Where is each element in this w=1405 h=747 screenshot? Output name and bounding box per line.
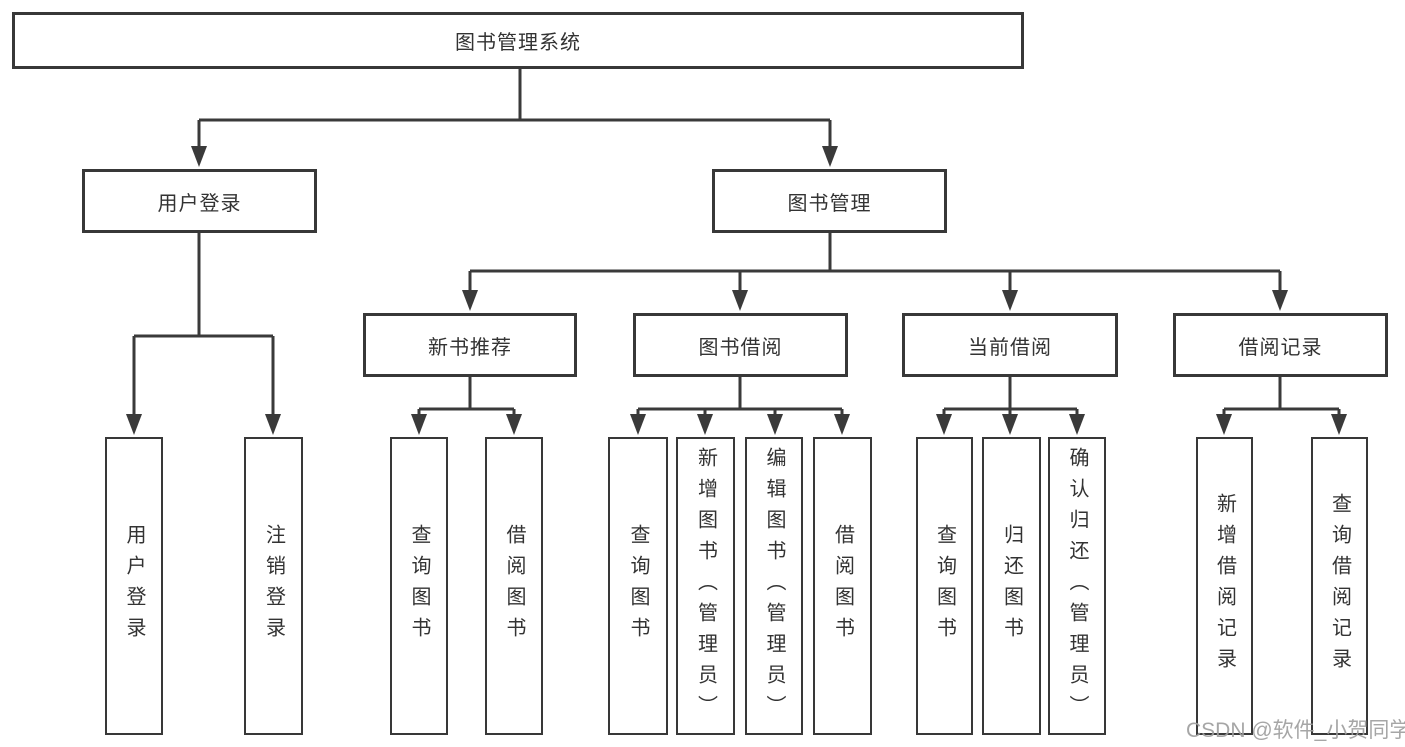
node-label: 查询图书 bbox=[408, 524, 430, 648]
node-borrow-records: 借阅记录 bbox=[1173, 313, 1388, 377]
node-label: 图书管理 bbox=[787, 192, 872, 215]
node-leaf-add-borrow-record: 新增借阅记录 bbox=[1196, 437, 1253, 735]
node-label: 查询图书 bbox=[627, 524, 649, 648]
node-leaf-add-book-admin: 新增图书（管理员） bbox=[676, 437, 735, 735]
node-label: 图书管理系统 bbox=[455, 32, 581, 54]
node-label: 确认归还（管理员） bbox=[1066, 446, 1088, 726]
node-label: 借阅记录 bbox=[1238, 336, 1323, 359]
node-label: 查询借阅记录 bbox=[1328, 493, 1351, 679]
node-label: 归还图书 bbox=[1000, 524, 1023, 648]
node-leaf-confirm-return-admin: 确认归还（管理员） bbox=[1048, 437, 1106, 735]
node-leaf-query-book-1: 查询图书 bbox=[390, 437, 448, 735]
node-label: 查询图书 bbox=[933, 524, 956, 648]
arrowhead-icons bbox=[126, 146, 1347, 435]
node-label: 新增借阅记录 bbox=[1213, 493, 1236, 679]
node-library-management-system: 图书管理系统 bbox=[12, 12, 1024, 69]
node-leaf-query-book-3: 查询图书 bbox=[916, 437, 973, 735]
node-book-management: 图书管理 bbox=[712, 169, 947, 233]
node-leaf-return-book: 归还图书 bbox=[982, 437, 1041, 735]
node-leaf-borrow-book-2: 借阅图书 bbox=[813, 437, 872, 735]
node-leaf-query-book-2: 查询图书 bbox=[608, 437, 668, 735]
node-label: 注销登录 bbox=[262, 524, 285, 648]
node-label: 图书借阅 bbox=[698, 336, 783, 359]
node-label: 新增图书（管理员） bbox=[694, 446, 717, 726]
node-leaf-borrow-book-1: 借阅图书 bbox=[485, 437, 543, 735]
node-leaf-edit-book-admin: 编辑图书（管理员） bbox=[745, 437, 803, 735]
node-label: 用户登录 bbox=[157, 192, 242, 215]
node-label: 用户登录 bbox=[123, 524, 145, 648]
node-current-borrow: 当前借阅 bbox=[902, 313, 1118, 377]
node-leaf-query-borrow-record: 查询借阅记录 bbox=[1311, 437, 1368, 735]
watermark: CSDN @软件_小贺同学 bbox=[1186, 719, 1405, 742]
node-label: 借阅图书 bbox=[831, 524, 854, 648]
node-label: 新书推荐 bbox=[428, 336, 512, 359]
node-book-borrow: 图书借阅 bbox=[633, 313, 848, 377]
node-leaf-user-login: 用户登录 bbox=[105, 437, 163, 735]
node-new-book-recommend: 新书推荐 bbox=[363, 313, 577, 377]
node-user-login: 用户登录 bbox=[82, 169, 317, 233]
node-leaf-logout: 注销登录 bbox=[244, 437, 303, 735]
node-label: 当前借阅 bbox=[968, 336, 1052, 359]
node-label: 编辑图书（管理员） bbox=[763, 446, 785, 726]
node-label: 借阅图书 bbox=[503, 524, 525, 648]
